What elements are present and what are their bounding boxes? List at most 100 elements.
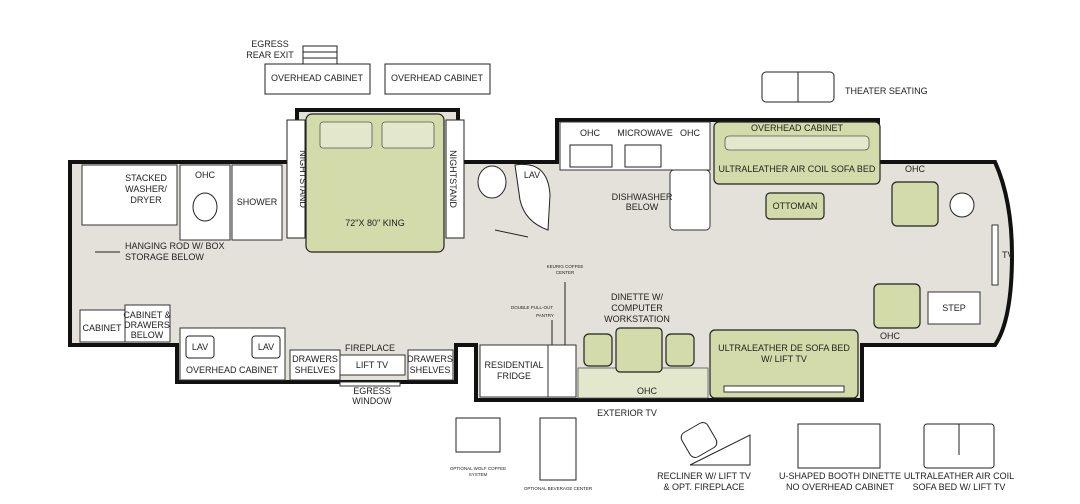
option-label: OPTIONAL WOLF COFFEE <box>450 466 506 471</box>
pantry-label: DOUBLE PULL-OUT <box>511 305 553 310</box>
option-u-booth: U-SHAPED BOOTH DINETTE NO OVERHEAD CABIN… <box>779 423 901 492</box>
sink-left <box>185 335 215 359</box>
kitchen-island <box>669 169 711 231</box>
passenger-seat <box>891 181 939 227</box>
ottoman <box>765 192 825 220</box>
option-recliner: RECLINER W/ LIFT TV & OPT. FIREPLACE <box>657 422 751 492</box>
pillow-icon <box>381 121 435 149</box>
option-label: U-SHAPED BOOTH DINETTE <box>779 471 901 481</box>
steering-wheel-icon <box>949 192 975 218</box>
label: SHELVES <box>295 365 336 375</box>
step-label: STEP <box>942 303 966 313</box>
label: CABINET & <box>123 310 170 320</box>
overhead-cabinet-right <box>384 63 491 95</box>
option-label: SYSTEM <box>469 472 488 477</box>
keurig-label: KEURIG COFFEE <box>547 264 584 269</box>
dishwasher-label: DISHWASHER <box>612 192 673 202</box>
shower-label: SHOWER <box>237 197 278 207</box>
tv-label: TV <box>1002 250 1014 260</box>
shower <box>231 164 283 241</box>
option-label: SOFA BED W/ LIFT TV <box>913 482 1006 492</box>
overhead-cabinet-label: OVERHEAD CABINET <box>186 365 279 375</box>
egress-window <box>339 381 401 387</box>
overhead-cabinet-left <box>264 63 371 95</box>
lift-tv-label: LIFT TV <box>356 360 388 370</box>
option-wolf-coffee: OPTIONAL WOLF COFFEE SYSTEM <box>450 417 506 477</box>
exterior-tv-label: EXTERIOR TV <box>597 408 657 418</box>
label: DRAWERS <box>407 354 453 364</box>
egress-rear-exit: EGRESS REAR EXIT <box>246 39 338 65</box>
hanging-rod-label: HANGING ROD W/ BOX <box>125 241 225 251</box>
option-label: RECLINER W/ LIFT TV <box>657 471 751 481</box>
ohc-label: OHC <box>880 331 901 341</box>
coffee-system-icon <box>455 417 501 453</box>
label: DRAWERS <box>292 354 338 364</box>
label: DRYER <box>130 195 162 205</box>
sink-icon <box>569 144 613 168</box>
lift-tv <box>339 354 406 376</box>
beverage-center-icon <box>539 417 577 481</box>
theater-seating-icon <box>761 71 835 103</box>
storage-below-label: STORAGE BELOW <box>125 252 204 262</box>
sofa-bed-label: ULTRALEATHER DE SOFA BED <box>718 343 850 353</box>
overhead-cabinet-label: OVERHEAD CABINET <box>751 123 844 133</box>
option-beverage-center: OPTIONAL BEVERAGE CENTER <box>524 417 593 491</box>
cabinet-drawers <box>124 304 171 343</box>
window-label: WINDOW <box>352 396 392 406</box>
ohc-label: OHC <box>195 170 216 180</box>
king-bed <box>305 113 445 253</box>
dinette-chair <box>665 333 695 367</box>
below-label: BELOW <box>626 202 659 212</box>
fridge-label: RESIDENTIAL <box>484 360 543 370</box>
nightstand-right <box>445 119 465 239</box>
dinette-label: DINETTE W/ <box>611 292 663 302</box>
dinette-chair <box>583 333 613 367</box>
label: WASHER/ <box>125 184 167 194</box>
drawers-shelves-right <box>407 349 454 381</box>
label: DRAWERS <box>124 320 170 330</box>
pantry-label: PANTRY <box>536 313 554 318</box>
label: BELOW <box>131 330 164 340</box>
step <box>927 291 981 325</box>
overhead-cabinet-left-label: OVERHEAD CABINET <box>271 73 364 83</box>
sofa-bed-bottom <box>709 329 859 399</box>
option-label: ULTRALEATHER AIR COIL <box>904 471 1014 481</box>
egress-label: EGRESS <box>353 386 391 396</box>
king-bed-label: 72"X 80" KING <box>345 218 404 228</box>
theater-seating-label: THEATER SEATING <box>845 86 928 96</box>
fireplace-label: FIREPLACE <box>345 343 395 353</box>
sofa-cushions <box>724 135 870 151</box>
sofa-bed-label: ULTRALEATHER AIR COIL SOFA BED <box>719 164 876 174</box>
recliner-icon <box>680 422 718 458</box>
egress-label: EGRESS <box>251 39 289 49</box>
lav-counter <box>514 163 551 231</box>
tv <box>991 224 999 286</box>
ohc-label: OHC <box>637 386 658 396</box>
lav-left-label: LAV <box>192 342 208 352</box>
lift-tv-label: W/ LIFT TV <box>761 354 807 364</box>
washer-dryer <box>81 164 178 226</box>
option-label: NO OVERHEAD CABINET <box>786 482 895 492</box>
nightstand-right-label: NIGHTSTAND <box>448 150 458 208</box>
cabinet-label: CABINET <box>82 323 122 333</box>
dinette-label: COMPUTER <box>611 303 663 313</box>
fridge-label: FRIDGE <box>497 371 531 381</box>
computer-workstation-chair <box>615 327 663 373</box>
microwave-label: MICROWAVE <box>617 128 673 138</box>
ohc-label: OHC <box>580 128 601 138</box>
label: SHELVES <box>410 365 451 375</box>
cooktop-icon <box>624 144 662 168</box>
u-booth-icon <box>797 423 881 469</box>
toilet-icon <box>477 165 507 199</box>
lav-right-label: LAV <box>258 342 274 352</box>
nightstand-left <box>286 119 306 239</box>
drawers-shelves-left <box>289 349 341 381</box>
door <box>494 229 529 238</box>
pantry <box>547 344 577 398</box>
dinette-label: WORKSTATION <box>604 314 670 324</box>
residential-fridge <box>479 344 549 398</box>
label: STACKED <box>125 173 167 183</box>
lift-tv <box>723 385 845 393</box>
rear-exit-label: REAR EXIT <box>246 50 294 60</box>
